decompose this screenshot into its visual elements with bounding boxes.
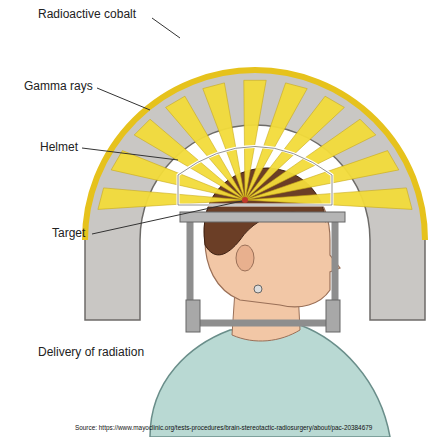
helmet-outline [178,147,332,206]
part-label: Helmet [40,141,78,154]
gamma-rays [98,80,412,209]
collimator-dome [85,70,425,320]
frame-post [186,300,200,332]
part-label: Gamma rays [24,80,93,93]
source-note: Source: https://www.mayoclinic.org/tests… [75,424,372,431]
head-frame [190,218,335,323]
frame-pin [254,285,262,293]
frame-post [326,300,340,332]
figure-caption: Delivery of radiation [38,346,144,359]
part-label: Radioactive cobalt [38,8,136,21]
gown [150,325,390,437]
ear [236,245,254,271]
helmet-edge [178,147,332,206]
part-label: Target [52,227,85,240]
leader-lines [82,18,242,234]
target-point [242,197,248,203]
frame-bar [180,212,345,222]
